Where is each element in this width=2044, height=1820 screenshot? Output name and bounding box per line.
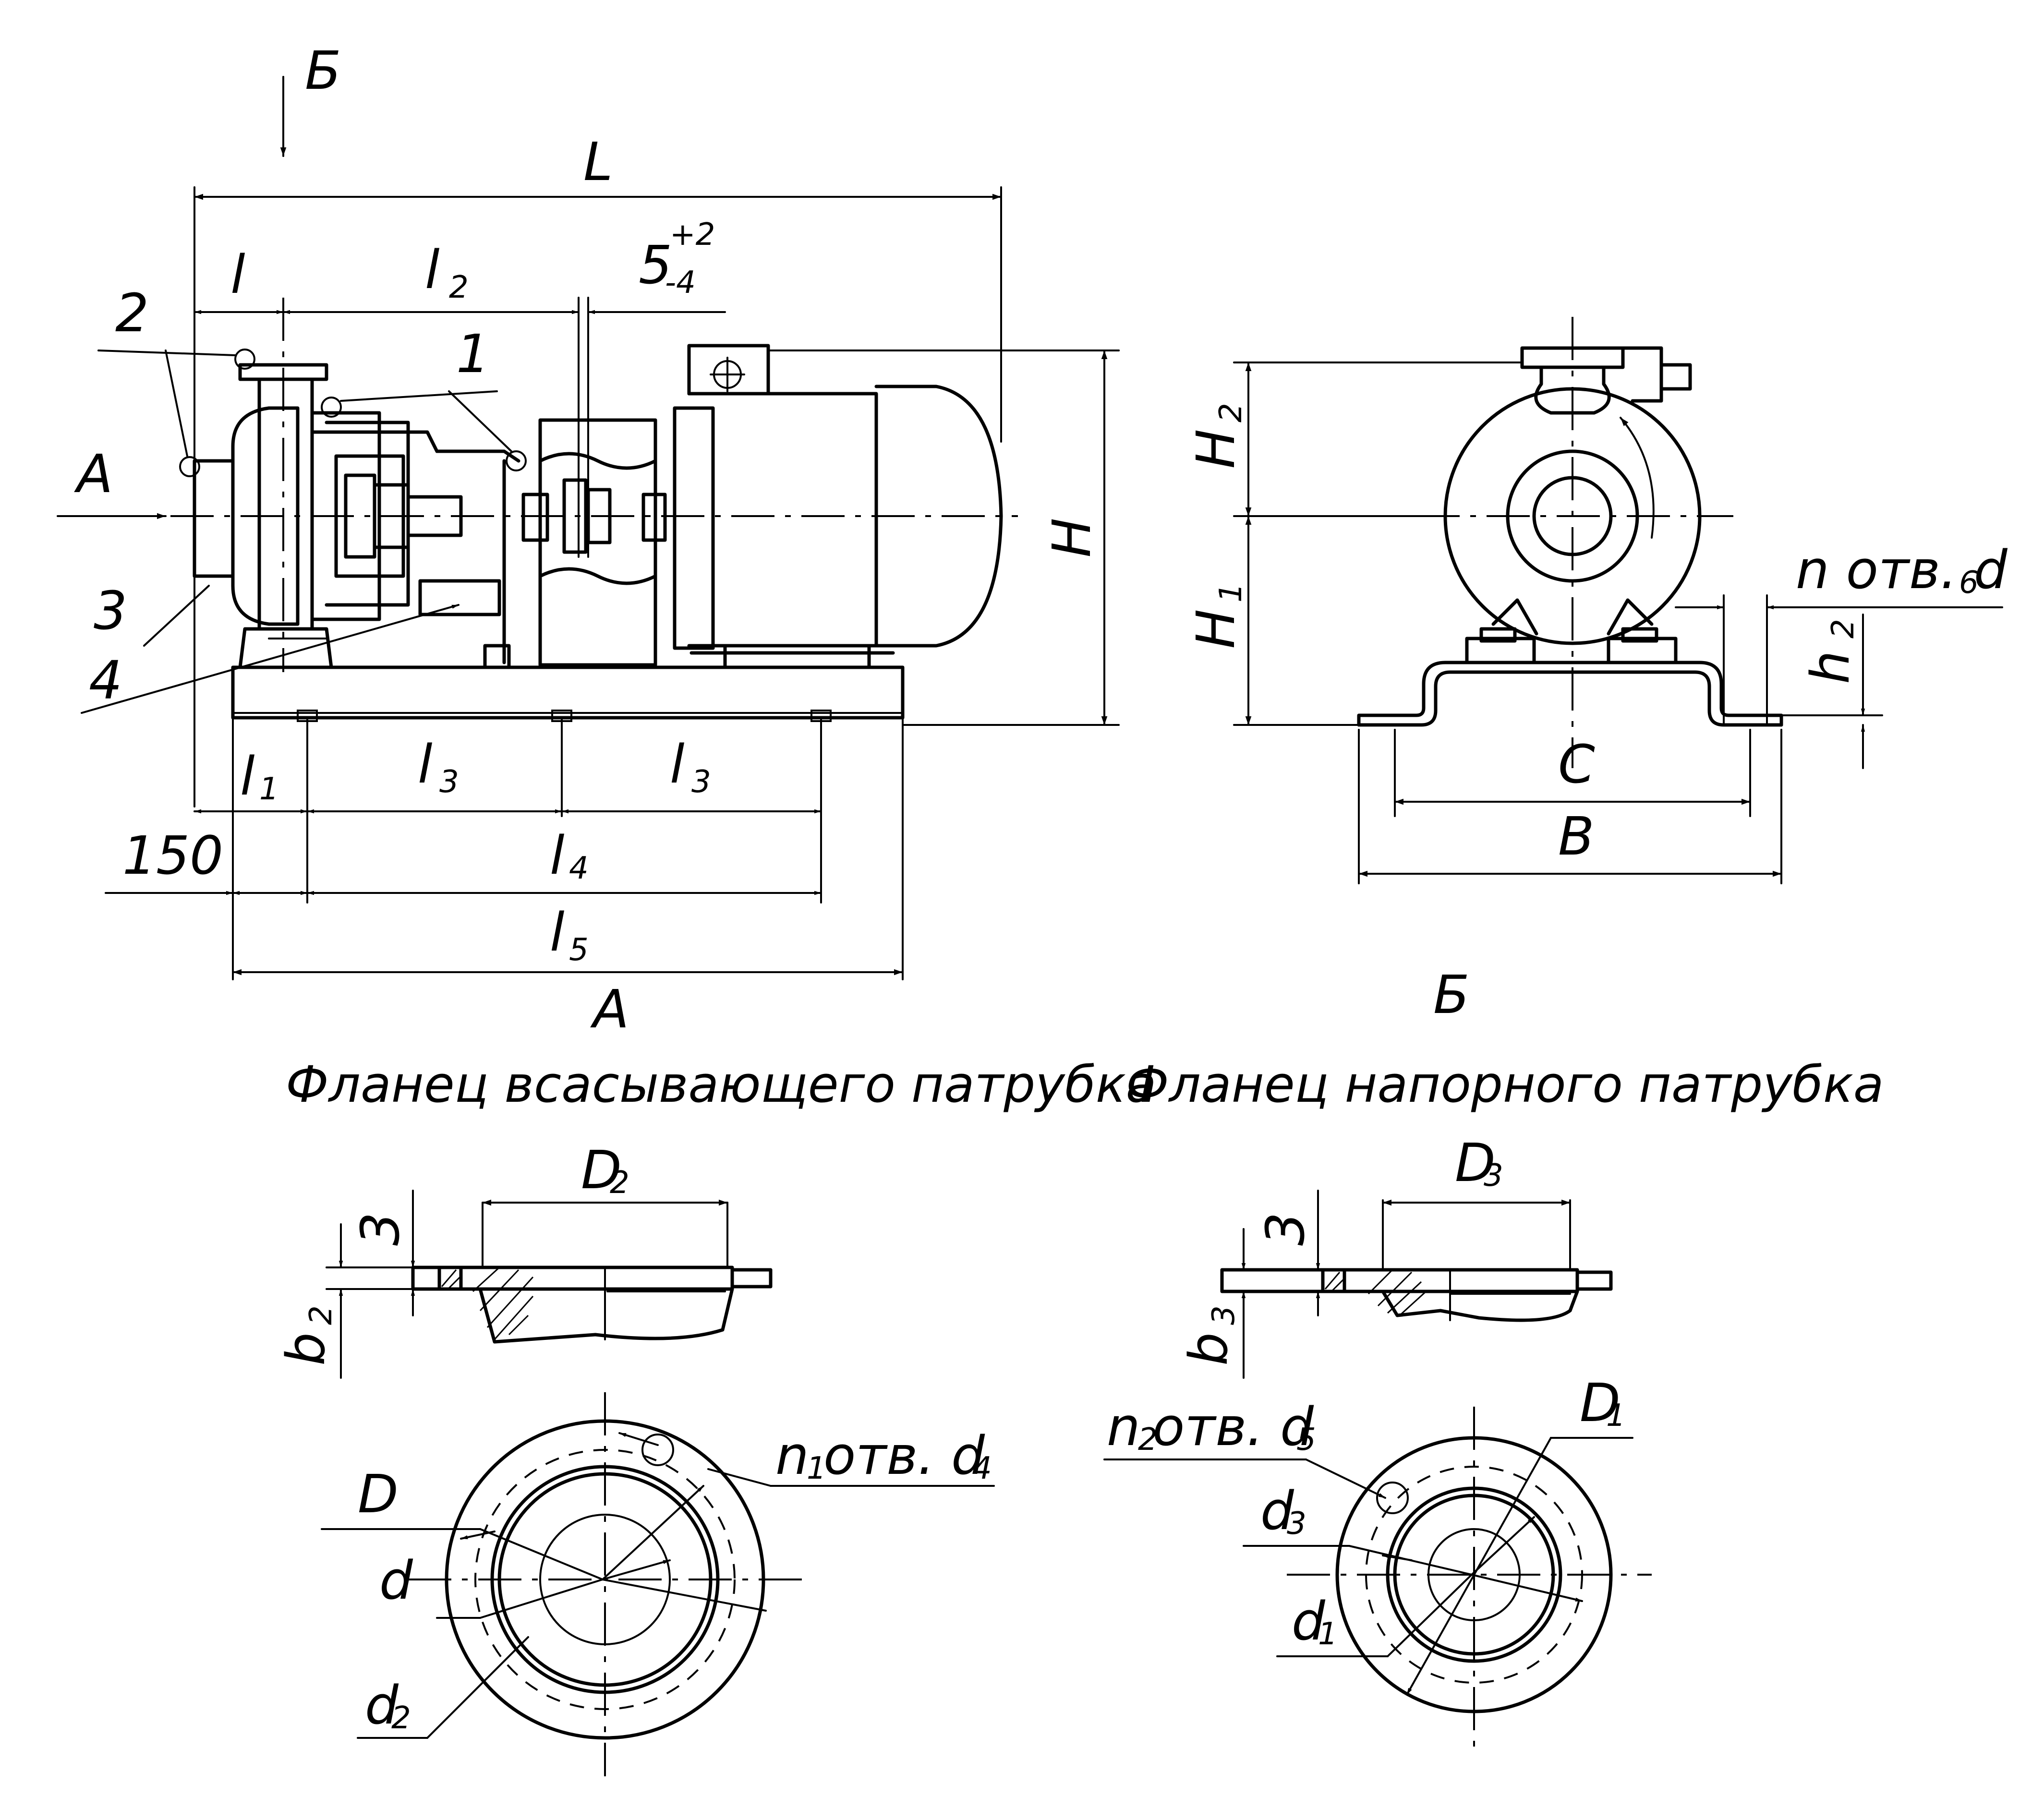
dim-b3: b [1178, 1332, 1239, 1366]
svg-text:3: 3 [94, 580, 127, 641]
view-b-title: Б [1433, 964, 1469, 1025]
svg-text:3: 3 [691, 764, 711, 800]
callout-3: 3 [94, 580, 210, 647]
dim-L: L [194, 131, 1002, 808]
front-view: H 2 H 1 n отв. d 6 h 2 C B [1185, 317, 2008, 1025]
pump-feet [1465, 598, 1678, 664]
svg-text:C: C [1558, 734, 1595, 795]
svg-text:l: l [670, 734, 685, 795]
svg-text:3: 3 [439, 764, 459, 800]
label-d3: d [1260, 1480, 1294, 1542]
dim-H: H [902, 350, 1120, 726]
volute-casing [1443, 387, 1702, 645]
svg-text:H: H [1041, 518, 1102, 558]
side-view: Б А [57, 40, 1120, 1040]
dim-D2: D [581, 1139, 622, 1201]
svg-text:l: l [425, 239, 440, 301]
label-d: d [379, 1550, 413, 1611]
callout-4: 4 [81, 604, 460, 714]
discharge-nozzle-flange [1520, 346, 1625, 369]
svg-text:2: 2 [610, 1165, 629, 1201]
svg-text:150: 150 [122, 825, 223, 886]
label-d1: d [1292, 1591, 1326, 1652]
svg-text:2: 2 [1213, 403, 1249, 422]
electric-motor [673, 344, 1120, 669]
suction-bore [1532, 476, 1613, 556]
svg-text:6: 6 [1959, 565, 1979, 601]
svg-text:5: 5 [639, 234, 672, 296]
label-holes-n2-d5: n [1107, 1396, 1140, 1458]
label-holes-n1-d4: n [775, 1425, 809, 1486]
svg-text:4: 4 [89, 650, 122, 711]
inlet-ring [1506, 449, 1639, 583]
dim-holes-h2: n отв. d 6 h 2 [1675, 539, 2008, 769]
svg-text:l: l [418, 734, 433, 795]
dim-H2-H1: H 2 H 1 [1185, 362, 1523, 726]
svg-text:4: 4 [569, 851, 589, 886]
svg-text:n отв. d: n отв. d [1796, 539, 2008, 601]
dim-l-l2: l l 2 5 +2 -4 [194, 217, 726, 314]
svg-text:3: 3 [1206, 1305, 1242, 1325]
svg-text:1: 1 [1318, 1616, 1338, 1652]
dim-thickness-3b: 3 [1255, 1212, 1316, 1246]
discharge-flange-title: Фланец напорного патрубка [1126, 1055, 1884, 1114]
svg-text:-4: -4 [665, 265, 696, 301]
svg-text:l: l [550, 902, 565, 963]
bearing-housing [310, 421, 520, 669]
base-frame [231, 665, 905, 720]
view-arrow-label: Б [305, 40, 341, 101]
base-profile-top [1357, 670, 1783, 727]
coupling-guard [521, 297, 667, 667]
label-D1: D [1580, 1372, 1621, 1434]
svg-text:5: 5 [1296, 1422, 1316, 1458]
svg-text:1: 1 [1213, 583, 1249, 603]
svg-text:отв. d: отв. d [823, 1425, 985, 1486]
suction-flange: D 2 3 b 2 n 1 отв. d 4 D d [275, 1139, 995, 1776]
svg-text:L: L [583, 131, 613, 193]
terminal-box [1621, 346, 1663, 403]
svg-text:2: 2 [115, 282, 149, 344]
rotation-arrow [1620, 417, 1655, 539]
pump-casing [193, 363, 381, 669]
dim-D3: D [1455, 1132, 1496, 1193]
callout-1: 1 [321, 323, 527, 471]
svg-text:А: А [590, 978, 629, 1040]
svg-text:1: 1 [456, 323, 490, 385]
dim-thickness-3: 3 [350, 1212, 411, 1246]
label-D: D [358, 1463, 399, 1525]
svg-text:2: 2 [1138, 1422, 1158, 1458]
svg-text:отв. d: отв. d [1152, 1396, 1314, 1458]
svg-text:l: l [550, 825, 565, 886]
svg-text:2: 2 [391, 1700, 411, 1736]
svg-text:1: 1 [807, 1451, 826, 1486]
svg-text:l: l [230, 244, 245, 305]
svg-text:H: H [1185, 609, 1246, 649]
svg-text:H: H [1185, 429, 1246, 469]
svg-text:l: l [240, 746, 255, 807]
suction-flange-title: Фланец всасывающего патрубка [286, 1055, 1156, 1114]
inlet-arrow-label: А [74, 443, 113, 505]
svg-text:3: 3 [1287, 1506, 1306, 1542]
svg-text:1: 1 [259, 771, 279, 807]
svg-text:h: h [1800, 651, 1861, 684]
dim-lower-chain: l 1 l 3 l 3 150 l 4 l 5 А [105, 717, 904, 1040]
svg-text:2: 2 [303, 1305, 339, 1325]
svg-text:5: 5 [569, 932, 589, 968]
svg-text:3: 3 [1484, 1158, 1503, 1193]
svg-text:1: 1 [1606, 1398, 1626, 1434]
discharge-flange: D 3 3 b 3 n 2 отв. d 5 D 1 d [1103, 1132, 1652, 1748]
label-d2: d [365, 1675, 399, 1736]
svg-text:B: B [1558, 806, 1594, 867]
svg-text:2: 2 [449, 270, 469, 305]
dim-C-B: C B [1358, 729, 1782, 884]
base-profile [1357, 661, 1783, 727]
svg-text:4: 4 [972, 1451, 992, 1486]
dim-b2: b [275, 1332, 337, 1366]
svg-text:+2: +2 [670, 217, 715, 253]
oil-container [418, 579, 501, 616]
callout-2: 2 [97, 282, 255, 477]
svg-text:2: 2 [1826, 619, 1861, 639]
